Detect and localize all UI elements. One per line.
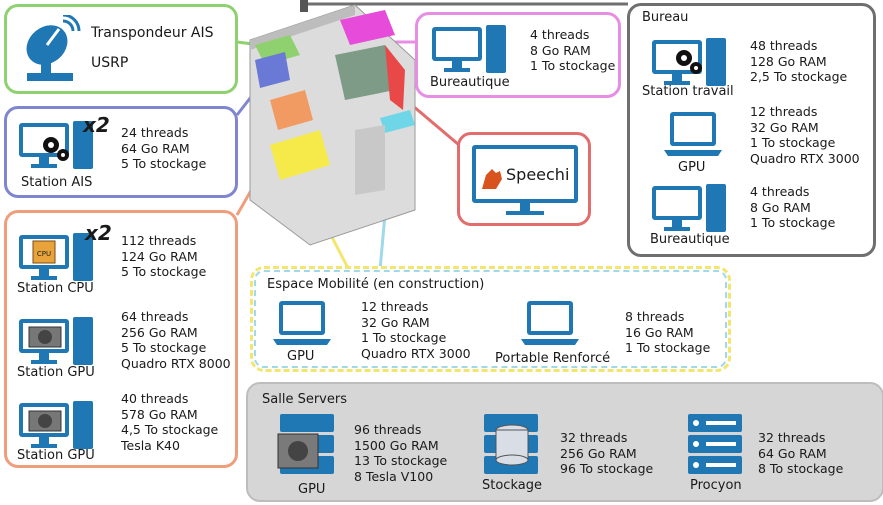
bureautique-specs: 4 threads 8 Go RAM 1 To stockage <box>530 27 616 73</box>
station-gpu-2-icon <box>19 401 93 449</box>
station-gpu-1-label: Station GPU <box>17 365 95 380</box>
portable-renforce-icon <box>521 301 579 345</box>
station-ais-panel: x2 Station AIS 24 threads 64 Go RAM 5 To… <box>4 106 238 198</box>
speechi-screen-icon <box>472 145 578 215</box>
server-gpu-label: GPU <box>298 482 326 497</box>
station-gpu-1-icon <box>19 317 93 365</box>
espace-mobilite-title: Espace Mobilité (en construction) <box>267 277 485 292</box>
server-procyon-specs: 32 threads 64 Go RAM 8 To stockage <box>758 430 844 476</box>
workstation-gears-icon <box>19 121 93 169</box>
server-procyon-label: Procyon <box>690 478 742 493</box>
station-cpu-icon: CPU <box>19 233 93 281</box>
station-cpu-specs: 112 threads 124 Go RAM 5 To stockage <box>121 233 207 279</box>
usrp-label: USRP <box>91 55 129 71</box>
bureau-title: Bureau <box>642 10 689 25</box>
satellite-dish-icon <box>26 15 81 81</box>
station-ais-multiplier: x2 <box>83 113 110 137</box>
desktop-computer-icon <box>432 25 506 73</box>
station-cpu-label: Station CPU <box>17 281 94 296</box>
bureautique-panel: Bureautique 4 threads 8 Go RAM 1 To stoc… <box>415 12 621 98</box>
bureau-bureautique-label: Bureautique <box>650 232 730 247</box>
bureautique-label: Bureautique <box>430 75 510 90</box>
station-travail-icon <box>652 38 726 86</box>
ais-transponder-panel: Transpondeur AIS USRP <box>4 4 238 94</box>
server-stockage-icon <box>484 414 538 474</box>
bureau-panel: Bureau Station travail 48 threads 128 Go… <box>627 3 876 257</box>
portable-renforce-label: Portable Renforcé <box>495 351 611 366</box>
station-gpu-1-specs: 64 threads 256 Go RAM 5 To stockage Quad… <box>121 309 231 371</box>
mobilite-gpu-specs: 12 threads 32 Go RAM 1 To stockage Quadr… <box>361 299 471 361</box>
server-stockage-label: Stockage <box>482 478 542 493</box>
bureau-gpu-label: GPU <box>678 160 706 175</box>
server-stockage-specs: 32 threads 256 Go RAM 96 To stockage <box>560 430 654 476</box>
portable-renforce-specs: 8 threads 16 Go RAM 1 To stockage <box>625 309 711 355</box>
server-gpu-icon <box>277 414 334 474</box>
salle-servers-title: Salle Servers <box>262 392 347 407</box>
speechi-panel: Speechi <box>457 132 591 226</box>
station-ais-label: Station AIS <box>21 175 93 190</box>
bureau-desktop-icon <box>652 184 726 232</box>
floor-plan-illustration <box>249 0 416 246</box>
bureau-bureautique-specs: 4 threads 8 Go RAM 1 To stockage <box>750 184 836 230</box>
espace-mobilite-panel: Espace Mobilité (en construction) GPU 12… <box>250 266 731 372</box>
station-cpu-multiplier: x2 <box>85 221 112 245</box>
speechi-label: Speechi <box>506 165 570 184</box>
cpu-chip-label: CPU <box>37 250 51 258</box>
compute-stations-panel: CPU x2 Station CPU 112 threads 124 Go RA… <box>4 210 238 468</box>
server-gpu-specs: 96 threads 1500 Go RAM 13 To stockage 8 … <box>354 422 448 484</box>
station-ais-specs: 24 threads 64 Go RAM 5 To stockage <box>121 125 207 171</box>
bureau-gpu-laptop-icon <box>664 112 722 156</box>
station-travail-label: Station travail <box>642 84 734 99</box>
station-travail-specs: 48 threads 128 Go RAM 2,5 To stockage <box>750 38 848 84</box>
station-gpu-2-label: Station GPU <box>17 448 95 463</box>
server-procyon-icon <box>688 414 742 474</box>
mobilite-gpu-laptop-icon <box>273 301 331 345</box>
bureau-gpu-specs: 12 threads 32 Go RAM 1 To stockage Quadr… <box>750 104 860 166</box>
station-gpu-2-specs: 40 threads 578 Go RAM 4,5 To stockage Te… <box>121 391 219 453</box>
salle-servers-panel: Salle Servers GPU 96 threads 1500 Go RAM… <box>246 382 883 502</box>
ais-transponder-label: Transpondeur AIS <box>91 25 214 41</box>
mobilite-gpu-label: GPU <box>287 349 315 364</box>
